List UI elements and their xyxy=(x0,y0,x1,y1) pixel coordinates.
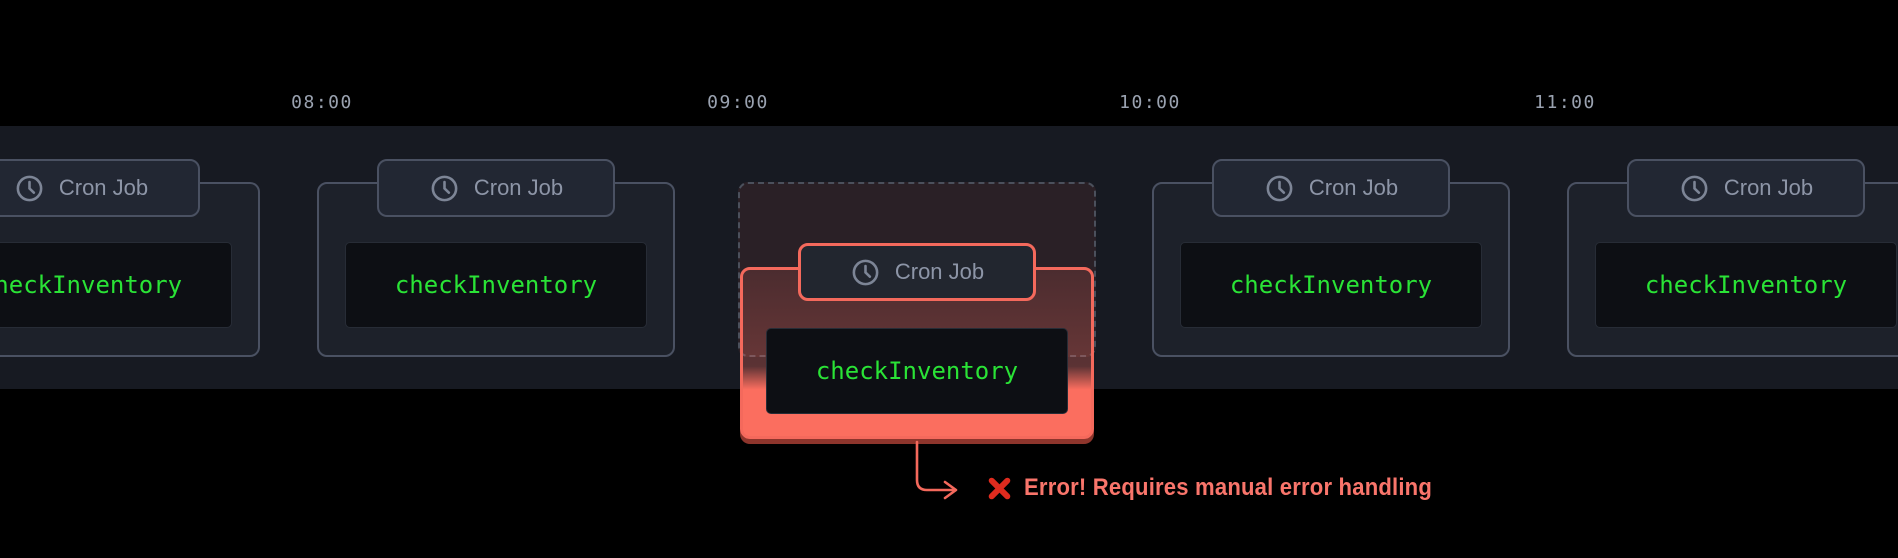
code-box: checkInventory xyxy=(1180,242,1482,328)
code-text: checkInventory xyxy=(815,357,1019,385)
clock-icon xyxy=(1266,175,1293,201)
cron-job-tab: Cron Job xyxy=(377,159,615,217)
code-box: checkInventory xyxy=(0,242,232,328)
code-box: checkInventory xyxy=(766,328,1068,414)
cron-job-label: Cron Job xyxy=(473,175,564,200)
cron-job-card[interactable]: Cron Job checkInventory xyxy=(317,159,675,357)
cross-mark-icon xyxy=(988,477,1011,499)
code-text: checkInventory xyxy=(1229,271,1433,299)
cron-job-card[interactable]: Cron Job checkInventory xyxy=(0,159,260,357)
cron-job-label: Cron Job xyxy=(894,259,985,284)
error-note-text: Error! Requires manual error handling xyxy=(1024,474,1433,501)
cron-job-label: Cron Job xyxy=(1308,175,1399,200)
cron-job-card-error[interactable]: Cron Job checkInventory xyxy=(740,243,1094,439)
time-label: 08:00 xyxy=(291,92,353,113)
clock-icon xyxy=(852,259,879,285)
cron-job-tab: Cron Job xyxy=(0,159,200,217)
error-note: Error! Requires manual error handling xyxy=(986,474,1468,502)
clock-icon xyxy=(16,175,43,201)
cron-job-card[interactable]: Cron Job checkInventory xyxy=(1152,159,1510,357)
code-text: checkInventory xyxy=(1644,271,1848,299)
cron-job-tab: Cron Job xyxy=(1212,159,1450,217)
clock-icon xyxy=(1681,175,1708,201)
time-label: 09:00 xyxy=(707,92,769,113)
cron-job-label: Cron Job xyxy=(58,175,149,200)
cron-job-card[interactable]: Cron Job checkInventory xyxy=(1567,159,1898,357)
code-box: checkInventory xyxy=(345,242,647,328)
cron-job-tab: Cron Job xyxy=(1627,159,1865,217)
code-text: checkInventory xyxy=(0,271,183,299)
cron-job-label: Cron Job xyxy=(1723,175,1814,200)
code-box: checkInventory xyxy=(1595,242,1897,328)
clock-icon xyxy=(431,175,458,201)
time-label: 11:00 xyxy=(1534,92,1596,113)
code-text: checkInventory xyxy=(394,271,598,299)
time-label: 10:00 xyxy=(1119,92,1181,113)
cron-job-tab: Cron Job xyxy=(798,243,1036,301)
